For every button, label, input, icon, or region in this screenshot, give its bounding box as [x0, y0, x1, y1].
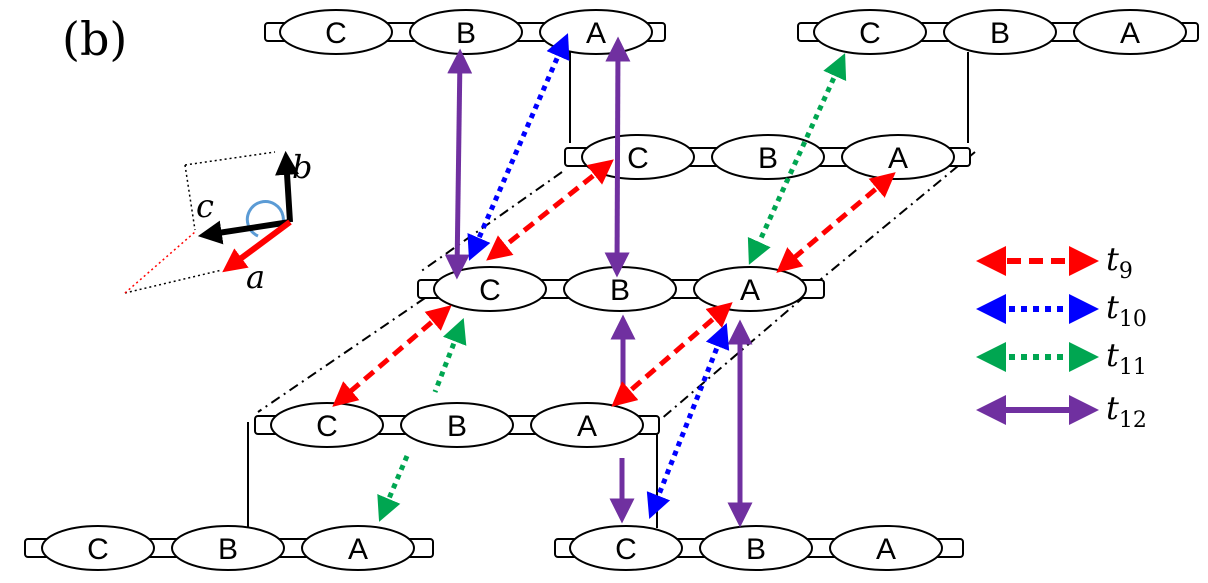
atom-a: A — [586, 17, 606, 50]
b-axis-label: b — [292, 148, 312, 186]
svg-text:t12: t12 — [1106, 389, 1147, 433]
svg-text:t10: t10 — [1106, 288, 1147, 332]
panel-label: (b) — [62, 12, 127, 66]
chain-lower-middle: C B A — [254, 402, 660, 448]
atom-a: A — [740, 274, 760, 307]
atom-c: C — [615, 533, 637, 566]
legend-t11-sub: 11 — [1119, 355, 1147, 380]
atom-c: C — [87, 533, 109, 566]
legend-t10: t10 — [976, 288, 1147, 332]
atom-b: B — [758, 142, 778, 175]
chain-bottom-right: C B A — [554, 525, 964, 571]
legend-t10-sub: 10 — [1119, 307, 1147, 332]
legend-t9-symbol: t — [1106, 240, 1119, 278]
atom-a: A — [876, 533, 896, 566]
legend-t12-sub: 12 — [1119, 408, 1147, 433]
atom-c: C — [479, 274, 501, 307]
legend-t9: t9 — [976, 240, 1133, 284]
chain-center: C B A — [417, 266, 825, 312]
legend-t9-sub: 9 — [1119, 259, 1133, 284]
crystal-axes: b c a — [124, 148, 312, 296]
atom-c: C — [859, 17, 881, 50]
chain-upper-middle: C B A — [564, 134, 971, 180]
atom-b: B — [447, 410, 467, 443]
svg-text:t9: t9 — [1106, 240, 1133, 284]
svg-text:t11: t11 — [1106, 336, 1147, 380]
c-axis-arrow — [197, 219, 291, 245]
atom-c: C — [627, 142, 649, 175]
atom-b: B — [610, 274, 630, 307]
a-axis-label: a — [246, 258, 265, 296]
legend-t10-symbol: t — [1106, 288, 1119, 326]
atom-a: A — [348, 533, 368, 566]
atom-b: B — [218, 533, 238, 566]
chain-top-left: C B A — [264, 9, 666, 55]
c-axis-label: c — [196, 187, 214, 225]
legend-t11-symbol: t — [1106, 336, 1119, 374]
atom-b: B — [990, 17, 1010, 50]
chain-top-right: C B A — [797, 9, 1199, 55]
atom-a: A — [888, 142, 908, 175]
legend-t12-symbol: t — [1106, 389, 1119, 427]
legend: t9 t10 t11 t12 — [976, 240, 1147, 433]
atom-b: B — [746, 533, 766, 566]
legend-t11: t11 — [976, 336, 1147, 380]
a-axis-arrow — [222, 219, 292, 273]
t11-arrows — [377, 53, 847, 522]
legend-t12: t12 — [976, 389, 1147, 433]
b-axis-arrow — [275, 150, 300, 223]
atom-c: C — [325, 17, 347, 50]
atom-b: B — [456, 17, 476, 50]
atom-c: C — [316, 410, 338, 443]
t9-arrows — [332, 159, 896, 407]
chain-bottom-left: C B A — [24, 525, 434, 571]
atom-a: A — [577, 410, 597, 443]
atom-a: A — [1120, 17, 1140, 50]
